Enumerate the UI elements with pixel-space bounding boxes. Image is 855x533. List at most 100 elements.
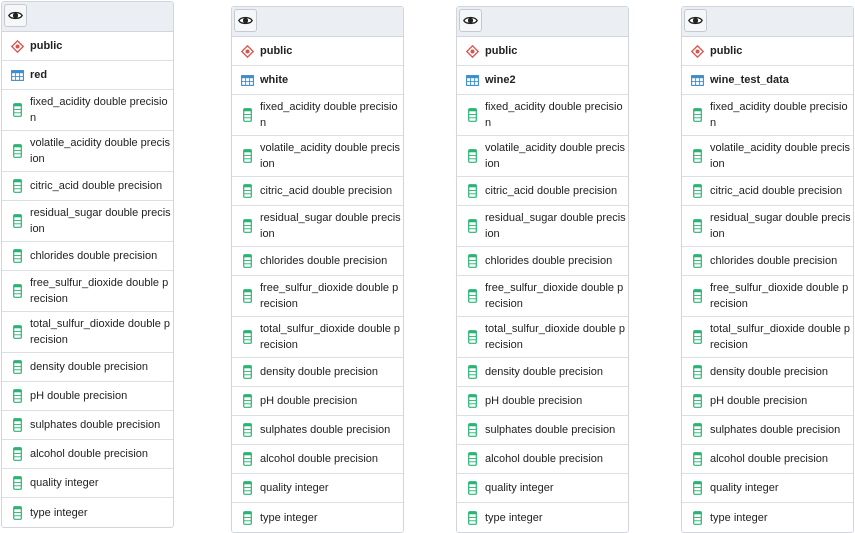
column-label: chlorides double precision bbox=[260, 255, 388, 267]
column-row: sulphates double precision bbox=[457, 416, 628, 445]
table-node[interactable]: public red fixed_acidity double precision v… bbox=[1, 1, 174, 528]
column-label: alcohol double precision bbox=[710, 453, 829, 465]
column-row: volatile_acidity double precision bbox=[232, 136, 403, 177]
column-row: citric_acid double precision bbox=[2, 172, 173, 201]
column-label: density double precision bbox=[260, 366, 379, 378]
eye-icon[interactable] bbox=[234, 9, 257, 32]
table-icon bbox=[690, 74, 704, 86]
column-icon bbox=[10, 284, 24, 298]
table-node-header[interactable] bbox=[682, 7, 853, 37]
column-icon bbox=[10, 214, 24, 228]
table-node-header[interactable] bbox=[457, 7, 628, 37]
column-label: pH double precision bbox=[260, 395, 358, 407]
column-row: total_sulfur_dioxide double precision bbox=[457, 317, 628, 358]
column-label: density double precision bbox=[485, 366, 604, 378]
table-name: red bbox=[30, 69, 48, 81]
column-row: residual_sugar double precision bbox=[2, 201, 173, 242]
column-label: quality integer bbox=[260, 482, 329, 494]
column-row: quality integer bbox=[232, 474, 403, 503]
column-row: quality integer bbox=[2, 469, 173, 498]
column-row: alcohol double precision bbox=[232, 445, 403, 474]
column-row: type integer bbox=[2, 498, 173, 527]
table-name: wine2 bbox=[485, 74, 516, 86]
column-row: residual_sugar double precision bbox=[232, 206, 403, 247]
schema-diamond-icon bbox=[465, 44, 479, 58]
column-icon bbox=[240, 330, 254, 344]
column-icon bbox=[465, 452, 479, 466]
column-icon bbox=[465, 423, 479, 437]
column-label: residual_sugar double precision bbox=[710, 212, 851, 240]
column-icon bbox=[10, 447, 24, 461]
column-row: citric_acid double precision bbox=[682, 177, 853, 206]
schema-name: public bbox=[30, 40, 63, 52]
column-label: volatile_acidity double precision bbox=[485, 142, 626, 170]
column-icon bbox=[10, 249, 24, 263]
column-label: chlorides double precision bbox=[710, 255, 838, 267]
column-row: residual_sugar double precision bbox=[457, 206, 628, 247]
column-icon bbox=[465, 219, 479, 233]
column-icon bbox=[240, 289, 254, 303]
table-node-header[interactable] bbox=[2, 2, 173, 32]
column-row: chlorides double precision bbox=[457, 247, 628, 276]
column-label: free_sulfur_dioxide double precision bbox=[485, 282, 624, 310]
column-row: free_sulfur_dioxide double precision bbox=[457, 276, 628, 317]
column-label: pH double precision bbox=[30, 390, 128, 402]
column-row: chlorides double precision bbox=[2, 242, 173, 271]
column-row: sulphates double precision bbox=[2, 411, 173, 440]
column-label: alcohol double precision bbox=[260, 453, 379, 465]
column-label: chlorides double precision bbox=[30, 250, 158, 262]
column-row: alcohol double precision bbox=[2, 440, 173, 469]
column-row: chlorides double precision bbox=[232, 247, 403, 276]
column-label: type integer bbox=[485, 511, 543, 524]
eye-icon[interactable] bbox=[459, 9, 482, 32]
column-row: fixed_acidity double precision bbox=[232, 95, 403, 136]
column-icon bbox=[690, 289, 704, 303]
column-label: residual_sugar double precision bbox=[485, 212, 626, 240]
column-icon bbox=[10, 144, 24, 158]
column-label: total_sulfur_dioxide double precision bbox=[30, 318, 171, 346]
column-label: type integer bbox=[30, 506, 88, 519]
column-row: volatile_acidity double precision bbox=[2, 131, 173, 172]
column-row: sulphates double precision bbox=[682, 416, 853, 445]
schema-row: public bbox=[232, 37, 403, 66]
table-name-row: white bbox=[232, 66, 403, 95]
column-label: volatile_acidity double precision bbox=[30, 137, 171, 165]
column-row: total_sulfur_dioxide double precision bbox=[682, 317, 853, 358]
table-icon bbox=[240, 74, 254, 86]
column-label: total_sulfur_dioxide double precision bbox=[260, 323, 401, 351]
schema-name: public bbox=[485, 45, 518, 57]
column-icon bbox=[465, 330, 479, 344]
column-label: citric_acid double precision bbox=[710, 185, 843, 197]
column-row: citric_acid double precision bbox=[232, 177, 403, 206]
column-icon bbox=[690, 219, 704, 233]
column-row: fixed_acidity double precision bbox=[457, 95, 628, 136]
column-icon bbox=[690, 108, 704, 122]
column-icon bbox=[10, 418, 24, 432]
column-label: free_sulfur_dioxide double precision bbox=[260, 282, 399, 310]
column-icon bbox=[690, 330, 704, 344]
column-row: chlorides double precision bbox=[682, 247, 853, 276]
column-label: sulphates double precision bbox=[710, 424, 841, 436]
column-row: volatile_acidity double precision bbox=[457, 136, 628, 177]
column-row: alcohol double precision bbox=[457, 445, 628, 474]
column-row: alcohol double precision bbox=[682, 445, 853, 474]
column-icon bbox=[465, 510, 479, 525]
column-row: quality integer bbox=[682, 474, 853, 503]
column-label: type integer bbox=[710, 511, 768, 524]
eye-icon[interactable] bbox=[4, 4, 27, 27]
column-label: volatile_acidity double precision bbox=[710, 142, 851, 170]
column-icon bbox=[690, 365, 704, 379]
table-node[interactable]: public wine2 fixed_acidity double precisio… bbox=[456, 6, 629, 533]
column-row: total_sulfur_dioxide double precision bbox=[2, 312, 173, 353]
column-icon bbox=[690, 394, 704, 408]
column-label: alcohol double precision bbox=[30, 448, 149, 460]
schema-diamond-icon bbox=[240, 44, 254, 58]
column-icon bbox=[240, 394, 254, 408]
eye-icon[interactable] bbox=[684, 9, 707, 32]
column-label: fixed_acidity double precision bbox=[30, 96, 168, 124]
table-node-header[interactable] bbox=[232, 7, 403, 37]
column-label: volatile_acidity double precision bbox=[260, 142, 401, 170]
table-name-row: wine2 bbox=[457, 66, 628, 95]
